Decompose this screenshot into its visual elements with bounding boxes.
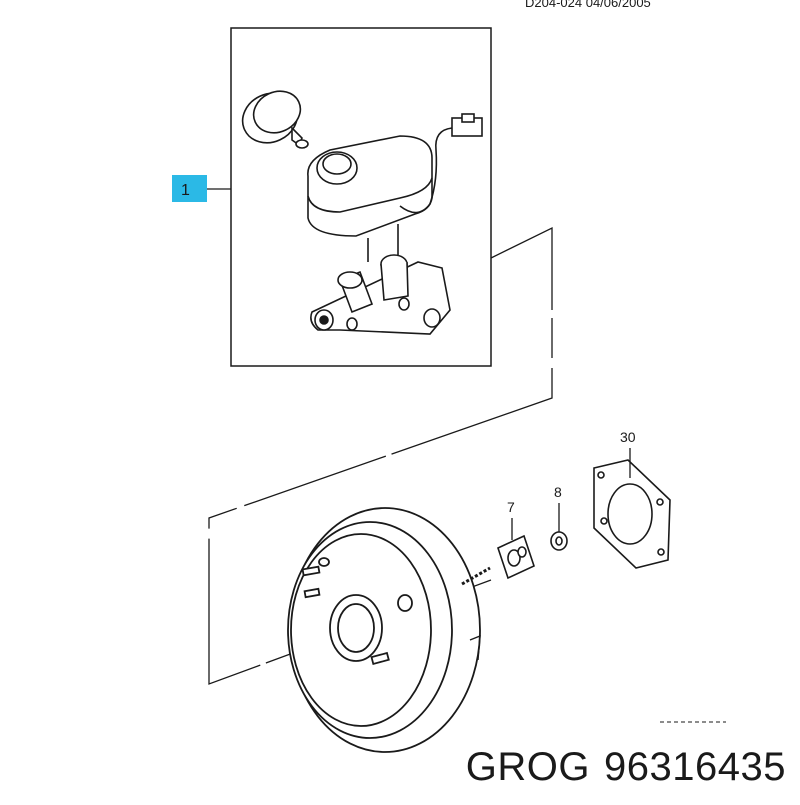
level-sensor-wire: [399, 113, 483, 214]
push-rod: [461, 566, 491, 586]
brand-name: GROG: [465, 745, 591, 789]
part-number: 96316435: [604, 745, 786, 789]
callout-label-8: 8: [554, 484, 562, 500]
callout-nut[interactable]: 8: [554, 484, 562, 532]
callout-label-30: 30: [620, 429, 636, 445]
callout-gasket[interactable]: 30: [620, 429, 636, 478]
brake-booster: [287, 507, 481, 753]
nut: [550, 531, 568, 551]
callout-clevis[interactable]: 7: [507, 499, 515, 540]
callout-master-cylinder[interactable]: 1: [172, 175, 231, 202]
callout-label-1: 1: [181, 182, 190, 199]
fluid-reservoir: [307, 135, 433, 237]
master-cylinder-frame: [230, 27, 492, 367]
callout-label-7: 7: [507, 499, 515, 515]
drawing-reference: D204-024 04/06/2005: [525, 0, 651, 10]
part-caption: GROG 96316435: [466, 745, 786, 790]
gasket: [593, 459, 671, 569]
reservoir-cap: [241, 90, 309, 149]
booster-stud: [469, 634, 481, 661]
master-cylinder-body: [310, 224, 451, 335]
booster-outline-frame: [208, 226, 553, 685]
callout-highlight-box: [172, 175, 207, 202]
clevis: [497, 534, 535, 580]
